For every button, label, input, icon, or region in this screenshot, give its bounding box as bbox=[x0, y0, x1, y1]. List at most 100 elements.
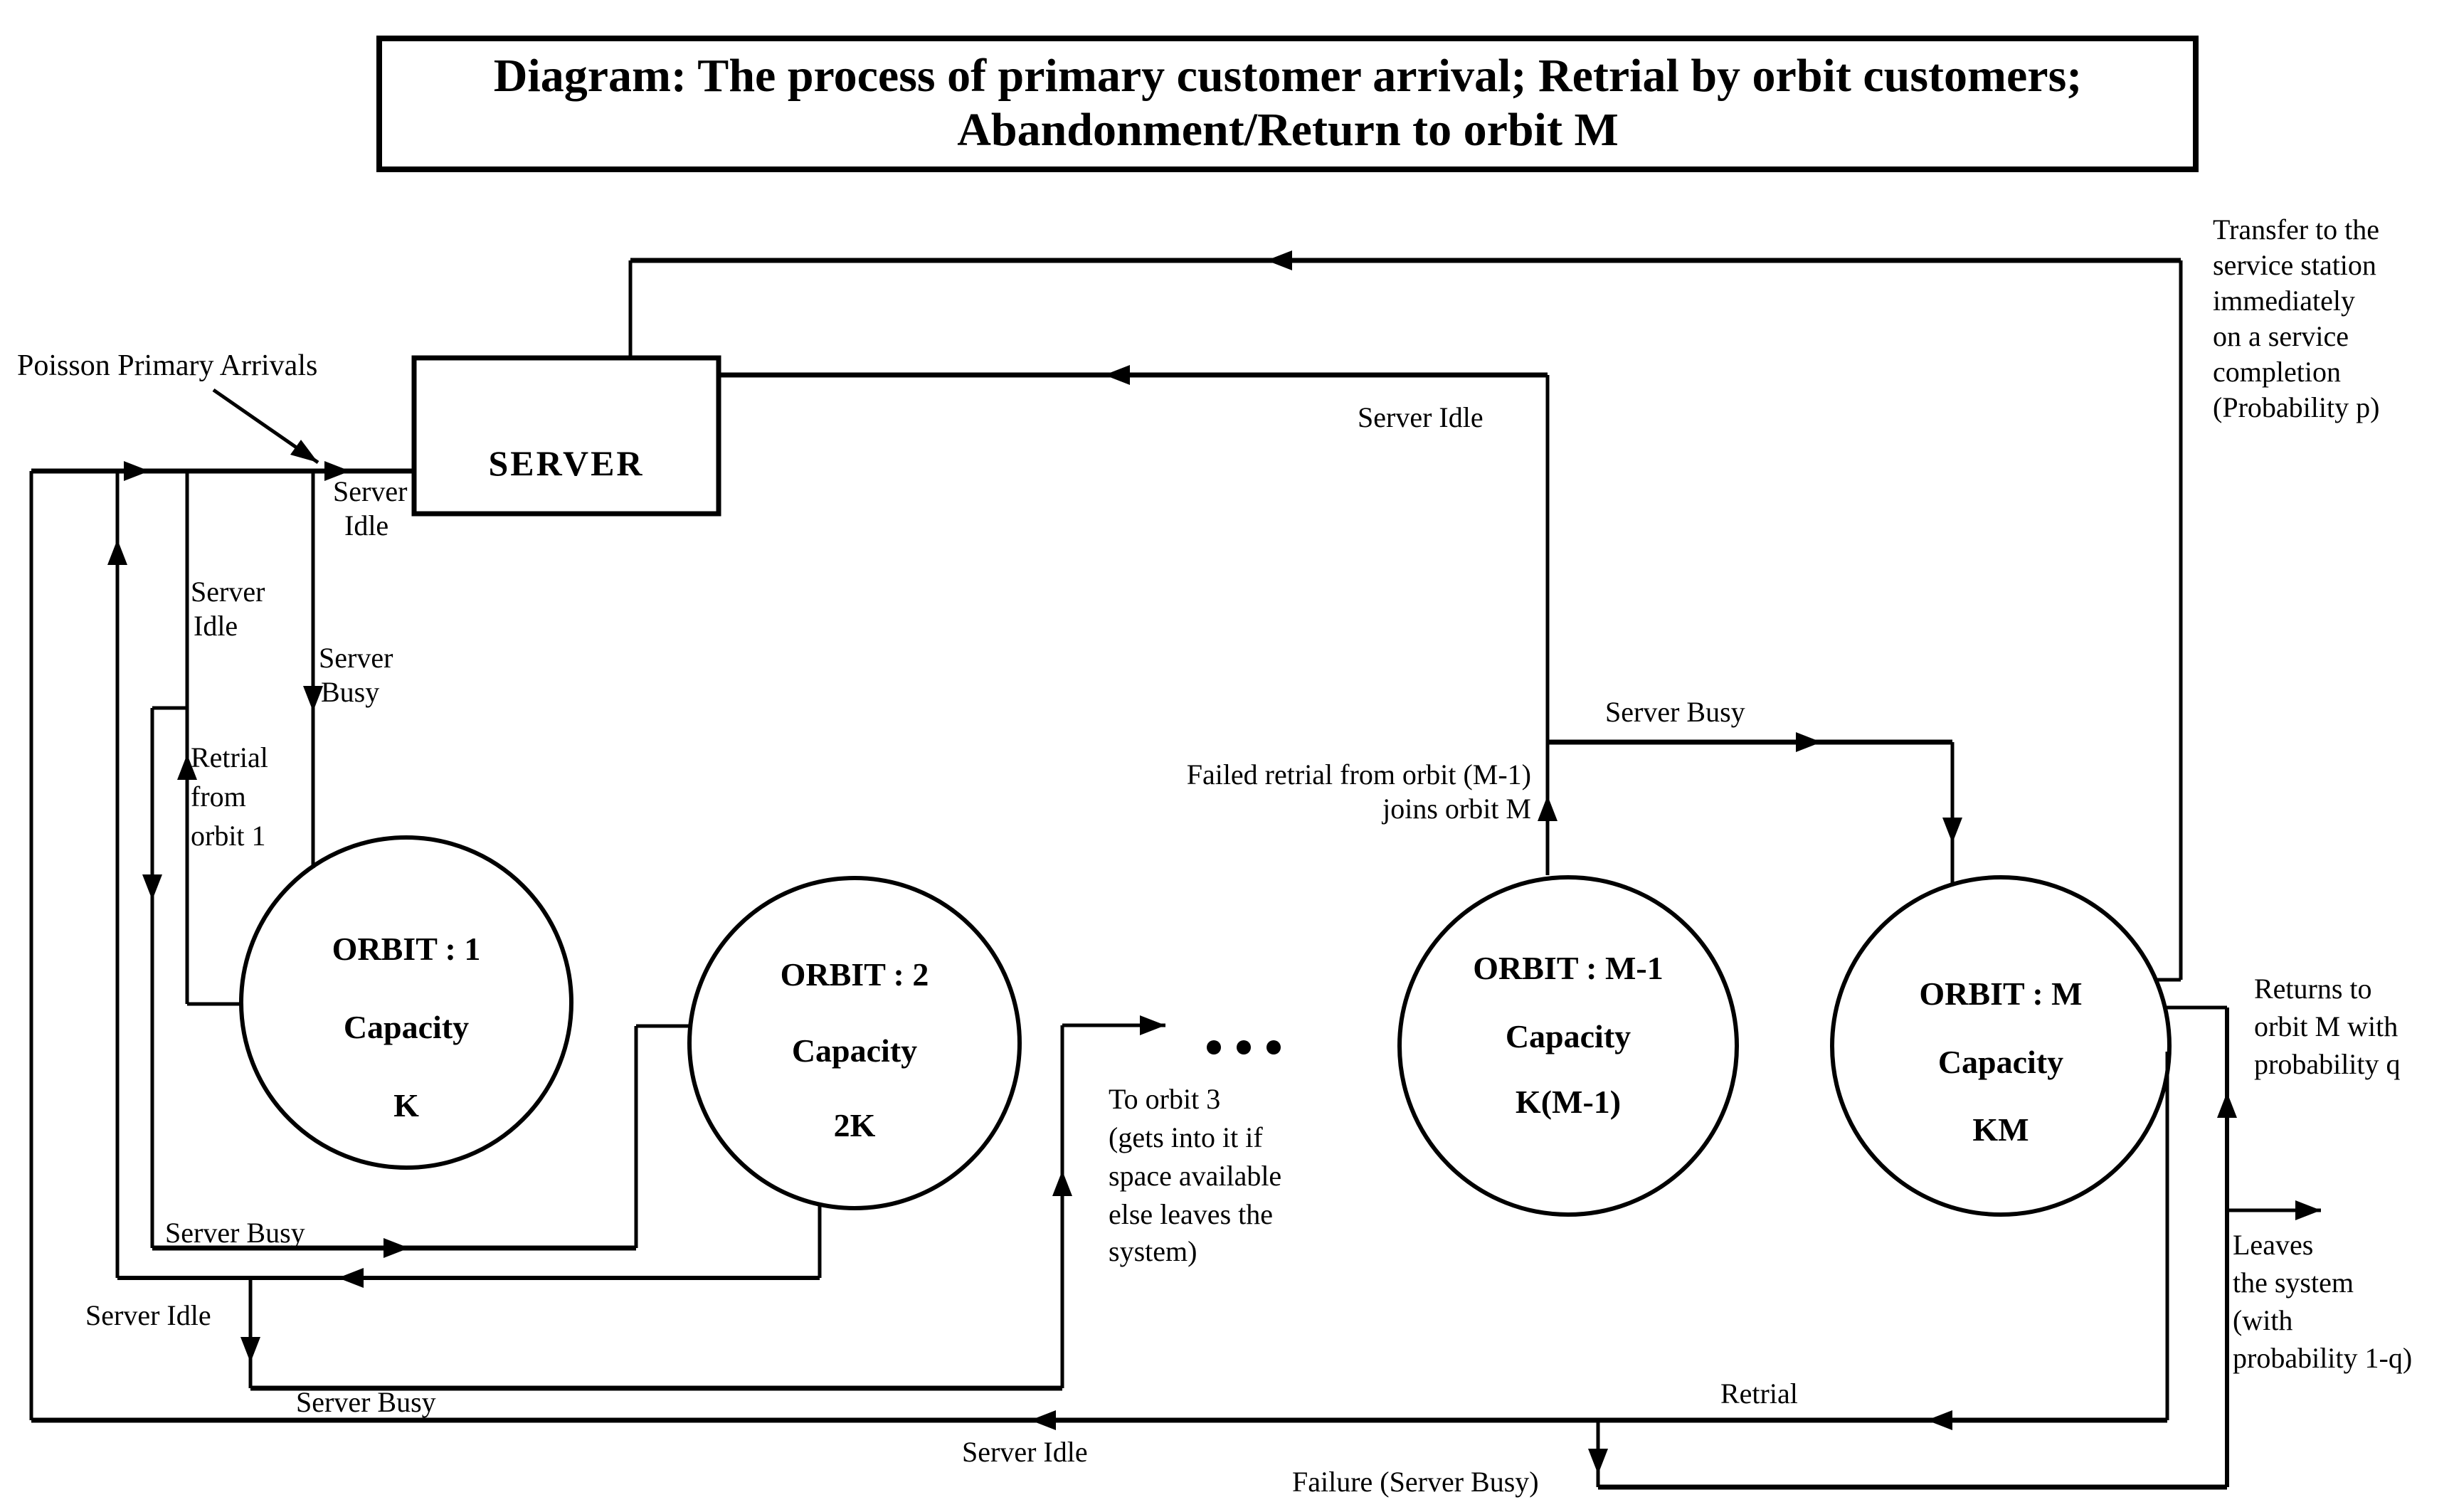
label-line: orbit M with bbox=[2254, 1010, 2398, 1042]
server-idle-retrial1-label: Server Idle bbox=[191, 576, 265, 642]
orbit-2-name: ORBIT : 2 bbox=[781, 956, 929, 993]
server-busy-orbit1to2-label: Server Busy bbox=[165, 1217, 305, 1249]
orbit-1-node: ORBIT : 1 Capacity K bbox=[239, 835, 573, 1170]
transfer-note: Transfer to the service station immediat… bbox=[2213, 213, 2379, 423]
arrowhead-icon bbox=[1927, 1410, 1952, 1430]
failed-retrial-label: Failed retrial from orbit (M-1) joins or… bbox=[1187, 758, 1531, 825]
title-box: Diagram: The process of primary customer… bbox=[376, 36, 2199, 172]
orbit-m1-circle bbox=[1397, 875, 1739, 1217]
retrial-bottom-label: Retrial bbox=[1720, 1378, 1798, 1410]
arrowhead-icon bbox=[290, 440, 318, 462]
label-line: joins orbit M bbox=[1381, 793, 1531, 825]
title-border bbox=[376, 36, 2199, 172]
orbit-1-name: ORBIT : 1 bbox=[332, 931, 481, 967]
dot-icon bbox=[1237, 1040, 1251, 1054]
orbit-m-node: ORBIT : M Capacity KM bbox=[1830, 875, 2172, 1217]
orbit-m-capacity-label: Capacity bbox=[1938, 1044, 2063, 1080]
label-line: from bbox=[191, 781, 246, 813]
arrowhead-icon bbox=[177, 754, 197, 780]
label-line: orbit 1 bbox=[191, 820, 266, 852]
edge-orbitm1-busy-to-orbitm bbox=[1548, 732, 1962, 886]
edge-retrial-orbit1 bbox=[177, 471, 243, 1006]
server-idle-top-label: Server Idle bbox=[1358, 401, 1483, 433]
label-line: system) bbox=[1109, 1235, 1197, 1267]
retrial-from-orbit1-label: Retrial from orbit 1 bbox=[191, 741, 268, 852]
label-line: Idle bbox=[194, 610, 238, 642]
label-line: space available bbox=[1109, 1160, 1281, 1192]
arrowhead-icon bbox=[1538, 795, 1557, 821]
arrowhead-icon bbox=[1266, 250, 1292, 270]
orbit-1-capacity-label: Capacity bbox=[344, 1009, 469, 1045]
arrowhead-icon bbox=[2217, 1092, 2237, 1118]
poisson-arrivals-label: Poisson Primary Arrivals bbox=[17, 349, 317, 382]
server-label: SERVER bbox=[488, 443, 644, 483]
label-line: Server bbox=[319, 642, 393, 674]
to-orbit3-note: To orbit 3 (gets into it if space availa… bbox=[1109, 1083, 1281, 1267]
label-line: Server bbox=[191, 576, 265, 608]
arrowhead-icon bbox=[240, 1337, 260, 1363]
server-node: SERVER bbox=[411, 355, 721, 517]
edge-failure-loop bbox=[1588, 1005, 2321, 1490]
label-line: else leaves the bbox=[1109, 1198, 1273, 1230]
label-line: the system bbox=[2233, 1267, 2354, 1299]
orbit-1-capacity: K bbox=[393, 1087, 419, 1124]
label-line: Transfer to the bbox=[2213, 213, 2379, 245]
label-line: To orbit 3 bbox=[1109, 1083, 1220, 1115]
orbit-m-capacity: KM bbox=[1972, 1111, 2029, 1148]
arrowhead-icon bbox=[338, 1268, 364, 1288]
label-line: Failed retrial from orbit (M-1) bbox=[1187, 758, 1531, 791]
label-line: (gets into it if bbox=[1109, 1121, 1263, 1153]
edge-arrival-busy-to-orbit1 bbox=[303, 471, 323, 868]
server-box bbox=[411, 355, 721, 517]
dot-icon bbox=[1207, 1040, 1221, 1054]
label-line: Leaves bbox=[2233, 1229, 2313, 1261]
server-busy-orbit2to3-label: Server Busy bbox=[296, 1386, 436, 1418]
arrowhead-icon bbox=[124, 461, 149, 481]
orbit-2-capacity: 2K bbox=[834, 1107, 876, 1143]
arrowhead-icon bbox=[142, 874, 162, 900]
label-line: Busy bbox=[321, 676, 379, 708]
orbit-2-node: ORBIT : 2 Capacity 2K bbox=[687, 876, 1022, 1210]
ellipsis-dots bbox=[1207, 1040, 1281, 1054]
arrowhead-icon bbox=[324, 461, 350, 481]
arrowhead-icon bbox=[1104, 365, 1130, 385]
label-line: Idle bbox=[344, 509, 388, 541]
server-idle-orbit2-label: Server Idle bbox=[85, 1299, 211, 1331]
edge-orbitm-retrial-bottom bbox=[31, 1052, 2169, 1430]
edge-orbitm1-idle-return bbox=[720, 365, 1557, 875]
label-line: on a service bbox=[2213, 320, 2349, 352]
label-line: immediately bbox=[2213, 285, 2355, 317]
arrowhead-icon bbox=[1942, 818, 1962, 843]
label-line: (with bbox=[2233, 1304, 2292, 1336]
server-idle-bottom-label: Server Idle bbox=[962, 1436, 1088, 1468]
edge-transfer-top-loop bbox=[628, 250, 2183, 982]
dot-icon bbox=[1266, 1040, 1281, 1054]
arrowhead-icon bbox=[107, 539, 127, 565]
orbit-2-capacity-label: Capacity bbox=[792, 1032, 917, 1069]
arrowhead-icon bbox=[1052, 1170, 1072, 1196]
failure-bottom-label: Failure (Server Busy) bbox=[1292, 1466, 1539, 1498]
edge-orbit1-busy-to-orbit2 bbox=[142, 706, 692, 1258]
arrowhead-icon bbox=[1588, 1449, 1608, 1474]
orbit-2-circle bbox=[687, 876, 1022, 1210]
orbit-m1-capacity: K(M-1) bbox=[1516, 1084, 1621, 1120]
page-title-line2: Abandonment/Return to orbit M bbox=[957, 104, 1619, 156]
orbit-m1-node: ORBIT : M-1 Capacity K(M-1) bbox=[1397, 875, 1739, 1217]
label-line: probability q bbox=[2254, 1048, 2401, 1080]
returns-note: Returns to orbit M with probability q bbox=[2254, 973, 2401, 1080]
orbit-m1-capacity-label: Capacity bbox=[1506, 1018, 1631, 1054]
orbit-m-name: ORBIT : M bbox=[1919, 976, 2082, 1012]
arrowhead-icon bbox=[384, 1238, 409, 1258]
label-line: probability 1-q) bbox=[2233, 1342, 2412, 1374]
orbit-m1-name: ORBIT : M-1 bbox=[1473, 950, 1664, 986]
arrowhead-icon bbox=[1030, 1410, 1056, 1430]
edge-primary-arrival bbox=[31, 388, 414, 481]
label-line: (Probability p) bbox=[2213, 391, 2379, 423]
orbit-m-circle bbox=[1830, 875, 2172, 1217]
label-line: Returns to bbox=[2254, 973, 2372, 1005]
arrowhead-icon bbox=[303, 686, 323, 712]
arrowhead-icon bbox=[1796, 732, 1821, 752]
label-line: Server bbox=[333, 475, 407, 507]
